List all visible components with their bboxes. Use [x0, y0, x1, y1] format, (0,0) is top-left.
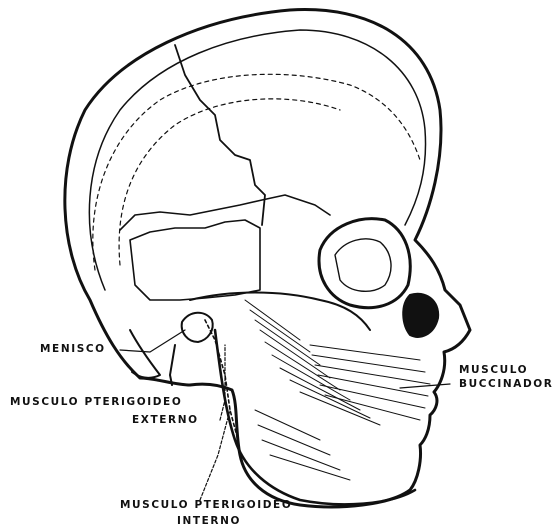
skull-inner-line [89, 30, 425, 290]
leader-interno [200, 410, 230, 500]
temporal-line [93, 74, 420, 270]
coronal-suture [175, 45, 265, 225]
orbit-inner [335, 239, 391, 291]
label-buccinador-line1: MUSCULO [459, 364, 528, 376]
squamous-suture [120, 195, 330, 230]
temporal-line-2 [119, 99, 340, 265]
label-pterigoideo-interno-line2: INTERNO [177, 515, 241, 527]
label-pterigoideo-externo-line1: MUSCULO PTERIGOIDEO [10, 396, 182, 408]
temporal-fossa [130, 220, 260, 300]
zygomatic-arch [190, 293, 370, 331]
label-menisco: MENISCO [40, 343, 106, 355]
label-buccinador-line2: BUCCINADOR [459, 378, 552, 390]
muscle-fibers [245, 300, 430, 480]
label-pterigoideo-interno-line1: MUSCULO PTERIGOIDEO [120, 499, 292, 511]
orbit [319, 219, 410, 308]
nasal-aperture [403, 294, 438, 337]
leader-buccinador [400, 384, 450, 388]
label-pterigoideo-externo-line2: EXTERNO [132, 414, 199, 426]
mandible [215, 330, 415, 504]
styloid [170, 345, 175, 385]
